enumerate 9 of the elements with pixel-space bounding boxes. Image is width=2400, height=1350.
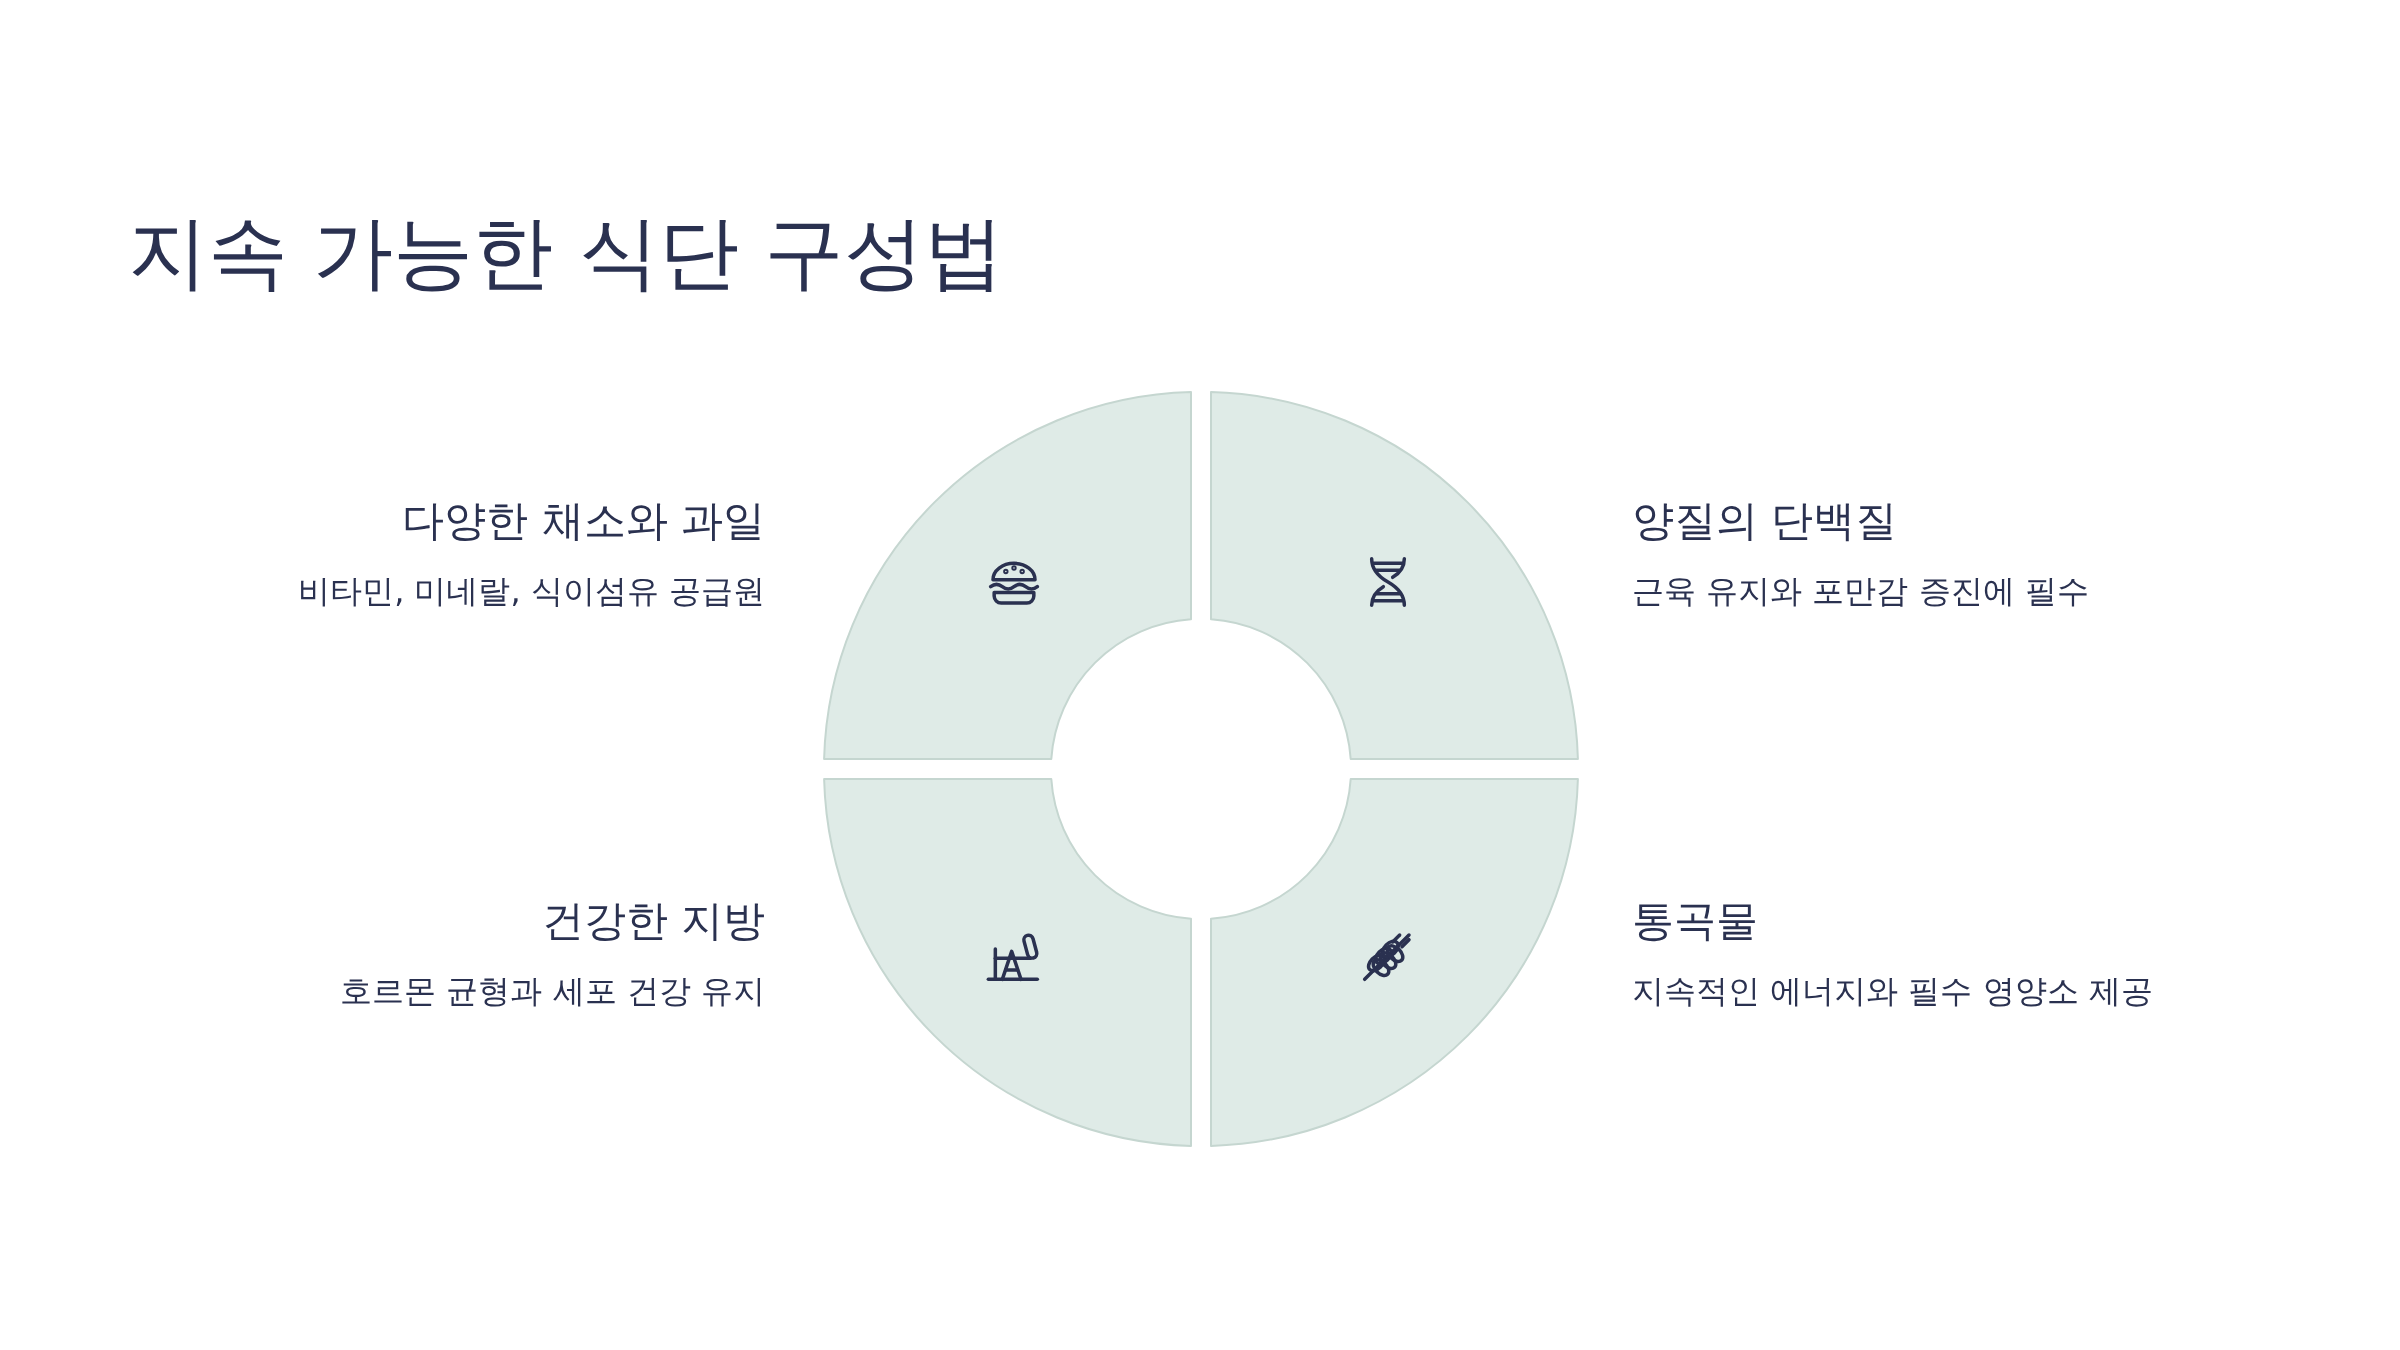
segment-description: 비타민, 미네랄, 식이섬유 공급원 [298,572,765,611]
segment-heading: 통곡물 [1632,896,1758,947]
segment-heading: 다양한 채소와 과일 [402,496,765,547]
segment-description: 호르몬 균형과 세포 건강 유지 [340,972,765,1011]
segment-heading: 양질의 단백질 [1632,496,1898,547]
title: 지속 가능한 식단 구성법 [128,205,1005,301]
segment-heading: 건강한 지방 [541,896,765,947]
segment-description: 지속적인 에너지와 필수 영양소 제공 [1632,972,2153,1011]
segment-description: 근육 유지와 포만감 증진에 필수 [1632,572,2089,611]
